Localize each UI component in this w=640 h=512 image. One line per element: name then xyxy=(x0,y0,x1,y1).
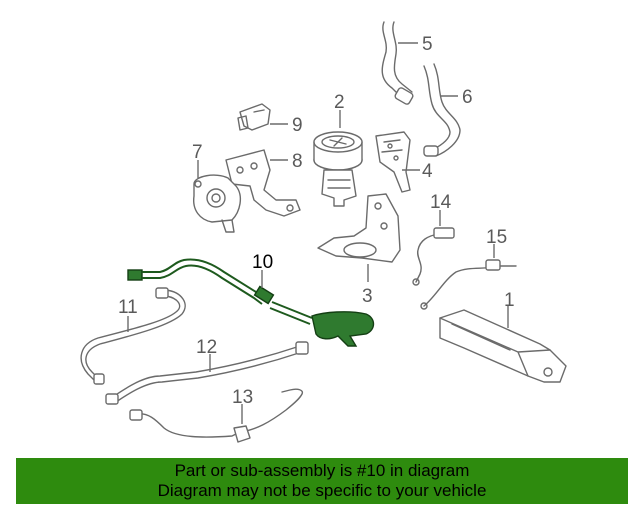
callout-4: 4 xyxy=(422,161,433,182)
part-2-air-pump[interactable] xyxy=(313,131,363,207)
part-9-connector[interactable] xyxy=(237,103,271,131)
callout-6: 6 xyxy=(462,87,473,108)
part-8-bracket[interactable] xyxy=(225,149,301,217)
part-6-hose[interactable] xyxy=(423,63,461,157)
callout-1: 1 xyxy=(504,290,515,311)
part-3-bracket[interactable] xyxy=(317,193,401,263)
callout-12: 12 xyxy=(196,337,217,358)
parts-diagram: 5 6 2 4 9 8 xyxy=(80,21,567,443)
part-4-bracket[interactable] xyxy=(375,131,411,193)
banner-line-1: Part or sub-assembly is #10 in diagram xyxy=(174,461,470,480)
part-11-tube[interactable] xyxy=(80,287,186,385)
callout-2: 2 xyxy=(334,92,345,113)
callout-10: 10 xyxy=(252,252,273,273)
part-15-sensor[interactable] xyxy=(420,259,517,310)
callout-15: 15 xyxy=(486,227,507,248)
info-banner: Part or sub-assembly is #10 in diagram D… xyxy=(16,458,628,504)
callout-7: 7 xyxy=(192,142,203,163)
callout-3: 3 xyxy=(362,286,373,307)
callout-11: 11 xyxy=(118,297,138,318)
part-14-sensor[interactable] xyxy=(412,227,455,286)
callout-13: 13 xyxy=(232,387,253,408)
callout-8: 8 xyxy=(292,151,303,172)
banner-line-2: Diagram may not be specific to your vehi… xyxy=(157,481,487,500)
part-1-canister[interactable] xyxy=(439,309,567,383)
callout-9: 9 xyxy=(292,115,303,136)
part-12-tube[interactable] xyxy=(105,341,309,405)
part-10-hose-assembly[interactable] xyxy=(127,258,375,347)
part-5-hose[interactable] xyxy=(381,21,414,105)
callout-5: 5 xyxy=(422,34,433,55)
part-13-sensor[interactable] xyxy=(129,388,304,443)
part-7-valve[interactable] xyxy=(193,174,242,233)
callout-14: 14 xyxy=(430,192,452,213)
